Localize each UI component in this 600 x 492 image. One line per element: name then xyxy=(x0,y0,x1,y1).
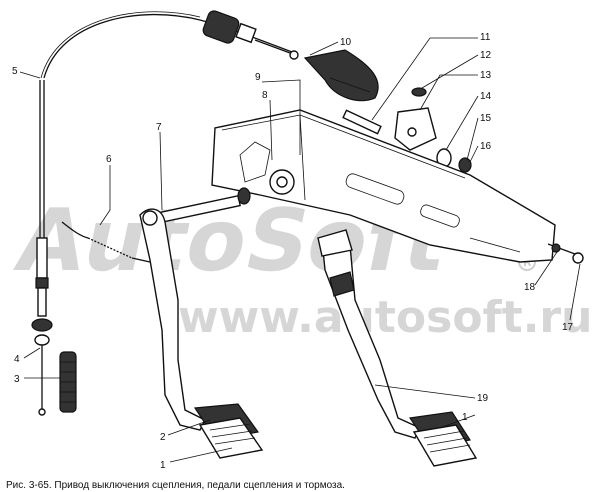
watermark-url: www.autosoft.ru xyxy=(178,292,592,343)
figure-caption: Рис. 3-65. Привод выключения сцепления, … xyxy=(6,480,345,491)
callout-5: 5 xyxy=(12,66,18,77)
registered-mark: R xyxy=(523,256,532,269)
cable-boot xyxy=(59,351,77,413)
callout-18: 18 xyxy=(524,282,536,293)
clutch-pedal xyxy=(61,208,264,459)
callout-6: 6 xyxy=(106,154,112,165)
callout-4: 4 xyxy=(14,354,20,365)
callout-17: 17 xyxy=(562,322,574,333)
callout-1-clutch: 1 xyxy=(160,460,166,471)
callout-8: 8 xyxy=(262,90,268,101)
callout-10: 10 xyxy=(340,37,352,48)
callout-7: 7 xyxy=(156,122,162,133)
clutch-cable xyxy=(31,11,293,416)
callout-numbers: 1 1 2 3 4 5 6 7 8 9 10 11 12 13 14 15 16… xyxy=(12,32,574,471)
callout-16: 16 xyxy=(480,141,492,152)
callout-13: 13 xyxy=(480,70,492,81)
stop-bolt xyxy=(547,243,584,264)
callout-12: 12 xyxy=(480,50,492,61)
callout-11: 11 xyxy=(480,32,491,43)
leader-lines xyxy=(19,37,581,463)
brake-pedal xyxy=(317,229,478,467)
callout-14: 14 xyxy=(480,91,492,102)
callout-2: 2 xyxy=(160,432,166,443)
callout-3: 3 xyxy=(14,374,20,385)
callout-9: 9 xyxy=(255,72,261,83)
small-parts xyxy=(342,87,472,173)
callout-15: 15 xyxy=(480,113,492,124)
cable-sleeve-top xyxy=(202,10,299,60)
callout-19: 19 xyxy=(477,393,489,404)
pedal-pad-cover xyxy=(303,49,379,102)
callout-1-brake: 1 xyxy=(462,412,468,423)
